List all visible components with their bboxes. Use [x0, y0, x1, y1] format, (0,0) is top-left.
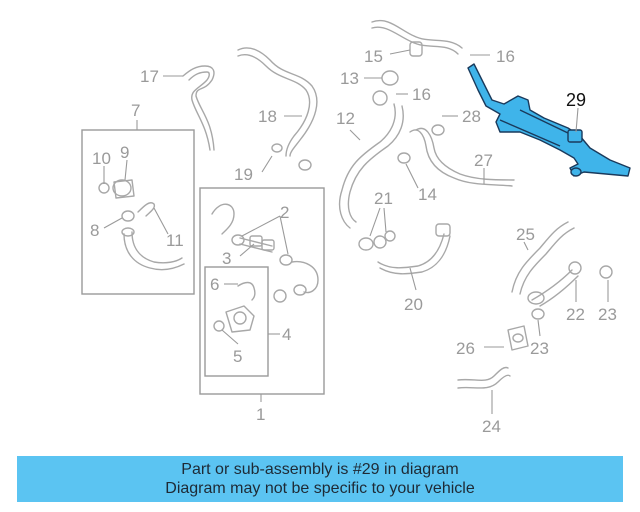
label-15: 15	[364, 47, 383, 66]
label-27: 27	[474, 151, 493, 170]
part-8-clamp[interactable]	[121, 210, 135, 222]
label-9: 9	[120, 143, 129, 162]
part-9-housing[interactable]	[112, 179, 135, 199]
part-24-hose[interactable]	[457, 366, 511, 389]
label-23-right: 23	[598, 305, 617, 324]
part-12-hose[interactable]	[338, 103, 404, 229]
part-22-hose[interactable]	[527, 261, 582, 307]
part-1-misc[interactable]	[273, 284, 307, 303]
part-4-housing[interactable]	[225, 305, 255, 333]
label-4: 4	[282, 325, 291, 344]
part-7-hose[interactable]	[121, 227, 185, 271]
part-19-seals[interactable]	[271, 143, 312, 171]
label-28: 28	[462, 107, 481, 126]
part-6-hose[interactable]	[237, 281, 256, 301]
part-29-coolant-pipe[interactable]	[467, 63, 631, 177]
info-banner: Part or sub-assembly is #29 in diagram D…	[17, 456, 623, 502]
label-16-mid: 16	[412, 85, 431, 104]
group-box-7	[81, 129, 195, 295]
label-7: 7	[131, 101, 140, 120]
label-24: 24	[482, 417, 501, 436]
label-19: 19	[234, 165, 253, 184]
label-12: 12	[336, 109, 355, 128]
leader-lines	[103, 49, 609, 414]
label-20: 20	[404, 295, 423, 314]
group-box-4-inner	[204, 266, 269, 377]
part-25-hose[interactable]	[511, 221, 575, 295]
label-13: 13	[340, 69, 359, 88]
label-26: 26	[456, 339, 475, 358]
label-25: 25	[516, 225, 535, 244]
label-18: 18	[258, 107, 277, 126]
part-18-hose[interactable]	[237, 47, 318, 157]
part-13-clamp[interactable]	[372, 70, 399, 106]
label-21: 21	[374, 189, 393, 208]
part-15-hose[interactable]	[371, 19, 463, 57]
label-8: 8	[90, 221, 99, 240]
part-20-hose[interactable]	[358, 223, 451, 275]
label-14: 14	[418, 185, 437, 204]
part-14-clamp[interactable]	[397, 152, 411, 164]
part-27-hose[interactable]	[409, 124, 515, 187]
banner-line-1: Part or sub-assembly is #29 in diagram	[181, 461, 459, 478]
label-2: 2	[280, 203, 289, 222]
part-11-bracket[interactable]	[137, 202, 156, 217]
label-11: 11	[166, 231, 184, 250]
part-26-fitting[interactable]	[507, 325, 529, 351]
label-6: 6	[210, 275, 219, 294]
label-29: 29	[566, 90, 586, 110]
part-5-seal[interactable]	[213, 320, 225, 332]
label-10: 10	[92, 149, 111, 168]
label-23-lower: 23	[530, 339, 549, 358]
group-box-1	[199, 187, 325, 395]
part-2-hoses[interactable]	[211, 203, 319, 294]
parts-diagram: 17 18 19 15 16 13 16 12 28 27 14 21 20 2…	[81, 19, 631, 436]
part-23-clamp[interactable]	[531, 265, 613, 320]
label-16-top: 16	[496, 47, 515, 66]
label-5: 5	[233, 347, 242, 366]
label-1: 1	[256, 405, 265, 424]
label-22: 22	[566, 305, 585, 324]
part-10-seal[interactable]	[98, 182, 110, 194]
label-3: 3	[222, 249, 231, 268]
part-17-hose[interactable]	[182, 65, 215, 151]
label-17: 17	[140, 67, 159, 86]
banner-line-2: Diagram may not be specific to your vehi…	[165, 480, 475, 497]
part-3-fitting[interactable]	[249, 235, 275, 251]
